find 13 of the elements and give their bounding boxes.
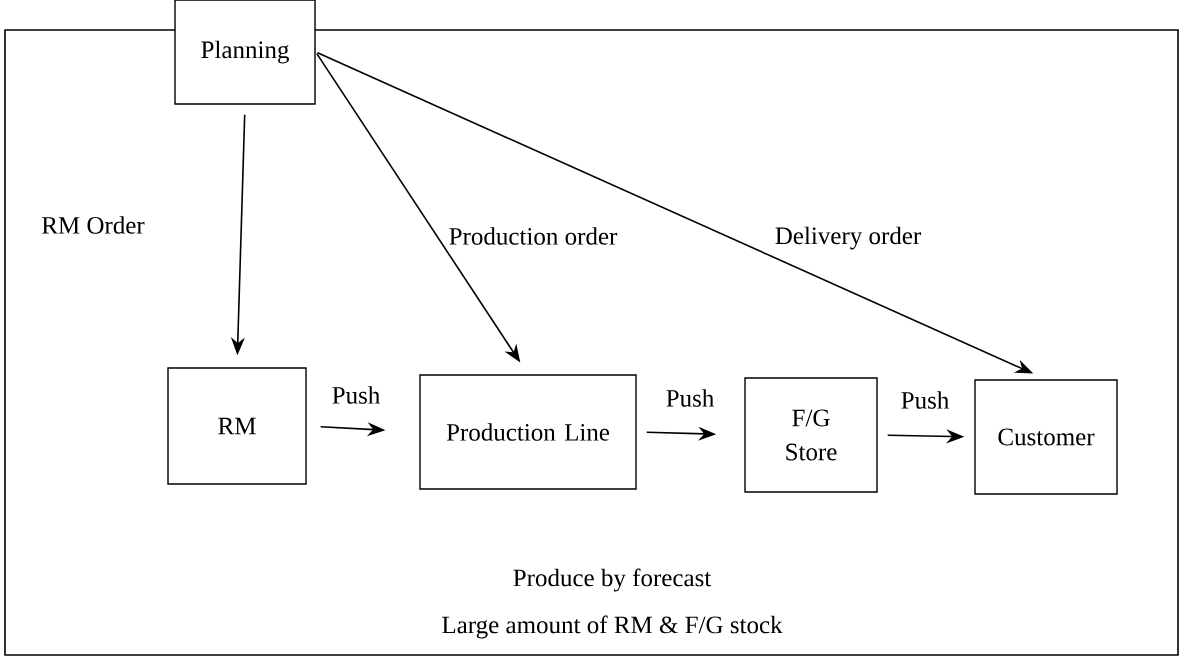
edge-label: Delivery order	[772, 224, 924, 252]
process-box: Planning	[174, 0, 316, 105]
process-box: Customer	[974, 379, 1118, 495]
edge-label: Push	[663, 387, 717, 409]
process-box: RM	[167, 367, 307, 485]
edge-label: Push	[898, 389, 952, 411]
process-box: Production Line	[419, 374, 637, 490]
edge-label: RM Order	[39, 214, 147, 236]
note-text: Large amount of RM & F/G stock	[442, 615, 783, 639]
process-box: F/G Store	[744, 377, 878, 493]
edge-label: Production order	[446, 225, 620, 247]
edge-label: Push	[329, 384, 383, 406]
note-text: Produce by forecast	[513, 568, 712, 592]
